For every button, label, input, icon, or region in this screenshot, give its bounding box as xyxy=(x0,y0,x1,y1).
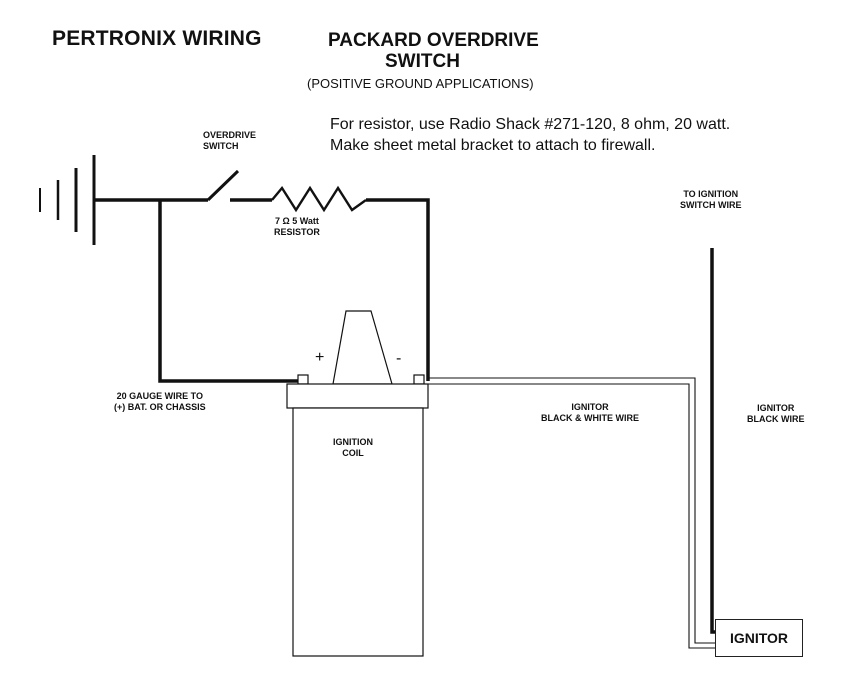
resistor-note-line-1: For resistor, use Radio Shack #271-120, … xyxy=(330,116,731,133)
gauge-wire-label: 20 GAUGE WIRE TO (+) BAT. OR CHASSIS xyxy=(114,391,206,413)
ignitor-bw-wire xyxy=(428,377,716,649)
page-title: PERTRONIX WIRING xyxy=(52,27,262,50)
diagram-subtitle-2: SWITCH xyxy=(385,51,460,72)
resistor-label-line-2: RESISTOR xyxy=(274,227,320,237)
ground-symbol-icon xyxy=(39,155,96,245)
diagram-subtitle: PACKARD OVERDRIVE xyxy=(328,30,539,51)
overdrive-switch-icon xyxy=(206,169,240,202)
ignitor-module-label: IGNITOR xyxy=(729,630,789,646)
coil-positive-terminal-label: + xyxy=(315,349,325,366)
to-ignition-label: TO IGNITION SWITCH WIRE xyxy=(680,189,742,211)
ignition-coil-label: IGNITION COIL xyxy=(333,437,373,459)
ignitor-black-label-line-2: BLACK WIRE xyxy=(747,414,805,424)
gauge-wire-label-line-1: 20 GAUGE WIRE TO xyxy=(116,391,203,401)
ignitor-bw-label-line-1: IGNITOR xyxy=(571,402,609,412)
resistor-label-line-1: 7 Ω 5 Watt xyxy=(274,216,319,226)
ignitor-module: IGNITOR xyxy=(715,619,803,657)
ignitor-bw-label-line-2: BLACK & WHITE WIRE xyxy=(541,413,639,423)
resistor-note: For resistor, use Radio Shack #271-120, … xyxy=(330,114,730,156)
ignitor-black-label-line-1: IGNITOR xyxy=(757,403,795,413)
resistor-note-line-2: Make sheet metal bracket to attach to fi… xyxy=(330,137,656,154)
resistor-icon xyxy=(271,185,367,213)
coil-negative-terminal-label: - xyxy=(396,350,402,367)
overdrive-label-line-2: SWITCH xyxy=(203,141,239,151)
ignitor-bw-wire-label: IGNITOR BLACK & WHITE WIRE xyxy=(541,402,639,424)
overdrive-switch-label: OVERDRIVE SWITCH xyxy=(203,130,256,152)
wires xyxy=(94,198,716,634)
to-ignition-label-line-2: SWITCH WIRE xyxy=(680,200,742,210)
gauge-wire-label-line-2: (+) BAT. OR CHASSIS xyxy=(114,402,206,412)
coil-label-line-2: COIL xyxy=(342,448,364,458)
ignitor-black-wire-label: IGNITOR BLACK WIRE xyxy=(747,403,805,425)
applications-note: (POSITIVE GROUND APPLICATIONS) xyxy=(307,76,534,91)
resistor-label: 7 Ω 5 Watt RESISTOR xyxy=(274,216,320,238)
overdrive-label-line-1: OVERDRIVE xyxy=(203,130,257,140)
to-ignition-label-line-1: TO IGNITION xyxy=(683,189,739,199)
coil-label-line-1: IGNITION xyxy=(333,437,373,447)
ignition-coil-icon xyxy=(286,310,429,657)
